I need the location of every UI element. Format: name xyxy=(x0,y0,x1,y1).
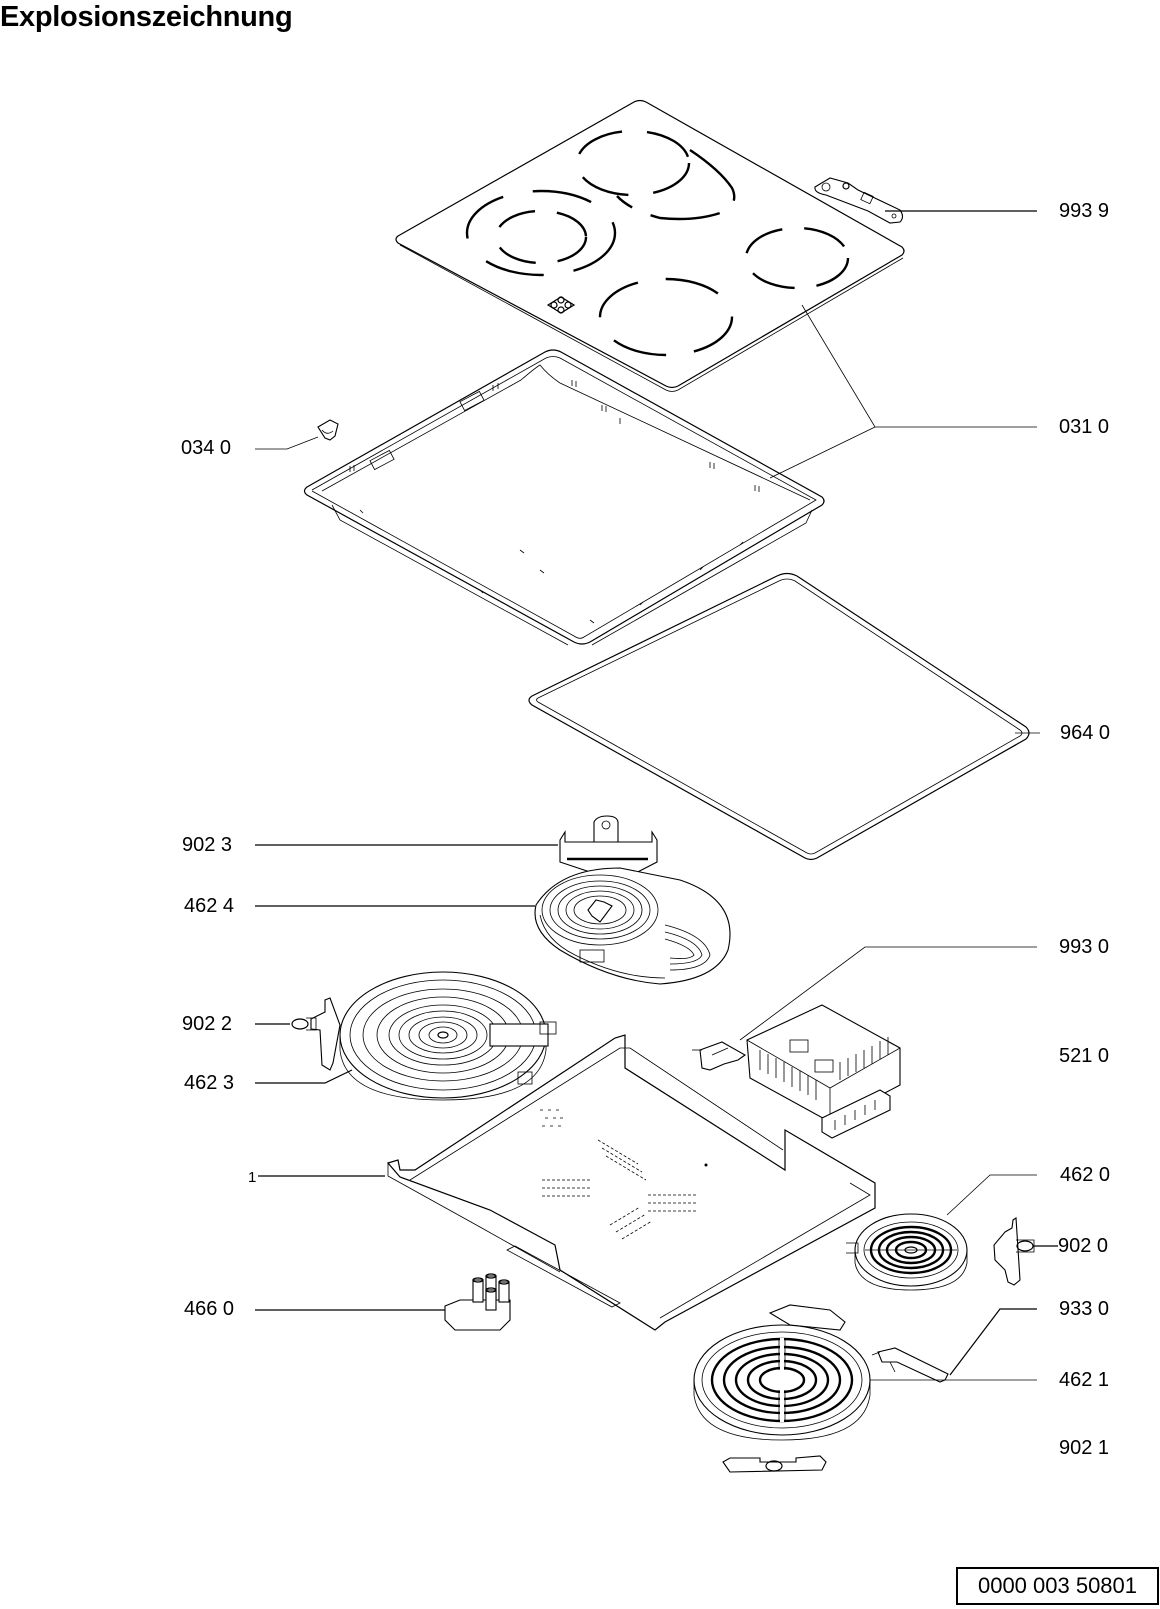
clip-034-0 xyxy=(317,419,339,441)
large-heater-462-1 xyxy=(693,1304,871,1441)
part-label-902-2: 902 2 xyxy=(182,1013,233,1035)
clamp-993-0 xyxy=(692,1041,747,1071)
cooking-zone-marking xyxy=(465,189,617,277)
part-label-462-3: 462 3 xyxy=(184,1072,235,1094)
bracket-933-0 xyxy=(871,1347,949,1383)
part-label-462-0: 462 0 xyxy=(1060,1164,1111,1186)
small-heater-462-0 xyxy=(846,1213,968,1291)
bracket-902-1 xyxy=(722,1455,827,1473)
document-number: 0000 003 50801 xyxy=(956,1567,1159,1605)
leader-462-3 xyxy=(255,1069,353,1084)
part-label-902-1: 902 1 xyxy=(1059,1437,1110,1459)
part-label-964-0: 964 0 xyxy=(1060,722,1111,744)
part-label-034-0: 034 0 xyxy=(181,437,232,459)
glass-ceramic-top xyxy=(395,99,905,392)
leader-034-0 xyxy=(255,436,319,450)
part-label-933-0: 933 0 xyxy=(1059,1298,1110,1320)
base-tray xyxy=(386,1034,876,1331)
bracket-902-2 xyxy=(291,997,341,1071)
bracket-902-0 xyxy=(993,1217,1035,1286)
vent-holes xyxy=(540,1109,698,1240)
cooking-zone-marking xyxy=(598,277,734,357)
terminal-block-466-0 xyxy=(444,1273,511,1331)
clamp-bracket-993-9 xyxy=(814,177,904,224)
cooktop-frame xyxy=(303,349,825,646)
part-label-993-0: 993 0 xyxy=(1059,936,1110,958)
part-label-462-1: 462 1 xyxy=(1059,1369,1110,1391)
leader-462-0 xyxy=(946,1174,1037,1216)
part-label-902-0: 902 0 xyxy=(1058,1235,1109,1257)
bracket-902-3 xyxy=(559,815,658,877)
oval-radiant-heater-462-4 xyxy=(534,867,731,985)
part-label-462-4: 462 4 xyxy=(184,895,235,917)
control-symbol-icon xyxy=(546,296,576,314)
control-module-521-0 xyxy=(746,1004,901,1139)
leader-993-0 xyxy=(739,946,1037,1041)
cooking-zone-marking xyxy=(575,129,736,221)
leader-lines xyxy=(255,210,1058,1381)
part-label-1: 1 xyxy=(248,1169,257,1186)
part-label-031-0: 031 0 xyxy=(1059,416,1110,438)
part-label-993-9: 993 9 xyxy=(1059,200,1110,222)
page-title: Explosionszeichnung xyxy=(0,1,293,33)
leader-031-0-b xyxy=(769,426,876,479)
seal-964-0 xyxy=(528,572,1030,861)
leader-933-0 xyxy=(949,1308,1037,1376)
leader-031-0-a xyxy=(801,304,1037,428)
part-label-902-3: 902 3 xyxy=(182,834,233,856)
cooking-zone-marking xyxy=(744,226,850,290)
dual-circuit-heater-462-3 xyxy=(339,971,557,1101)
part-label-466-0: 466 0 xyxy=(184,1298,235,1320)
part-label-521-0: 521 0 xyxy=(1059,1045,1110,1067)
